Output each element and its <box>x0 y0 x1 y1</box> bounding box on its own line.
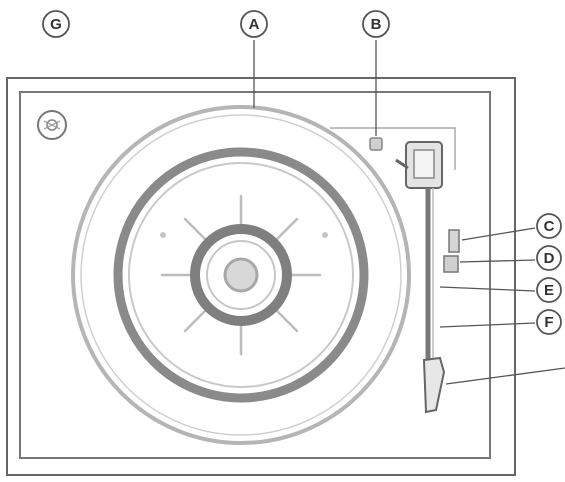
svg-text:B: B <box>371 16 382 33</box>
spindle <box>223 257 259 293</box>
adapter-icon <box>37 110 67 140</box>
callout-e: E <box>536 277 562 303</box>
platter <box>71 105 411 445</box>
svg-text:A: A <box>249 16 260 33</box>
cue-lever <box>369 137 383 151</box>
svg-text:D: D <box>544 250 555 267</box>
svg-text:C: C <box>544 218 555 235</box>
callout-g: G <box>42 10 70 38</box>
arm-rest <box>443 255 459 273</box>
plinth-inner <box>19 91 491 459</box>
callout-a: A <box>240 10 268 38</box>
svg-text:F: F <box>544 314 553 331</box>
tonearm-assembly <box>330 127 460 414</box>
callout-b: B <box>362 10 390 38</box>
headshell <box>422 356 446 414</box>
svg-text:E: E <box>544 282 554 299</box>
platter-spokes <box>160 194 322 356</box>
callout-d: D <box>536 245 562 271</box>
leader-lines <box>253 40 565 385</box>
svg-text:G: G <box>50 16 62 33</box>
plinth-outer <box>6 77 516 476</box>
callout-c: C <box>536 213 562 239</box>
callout-f: F <box>536 309 562 335</box>
lift-control <box>448 229 460 253</box>
